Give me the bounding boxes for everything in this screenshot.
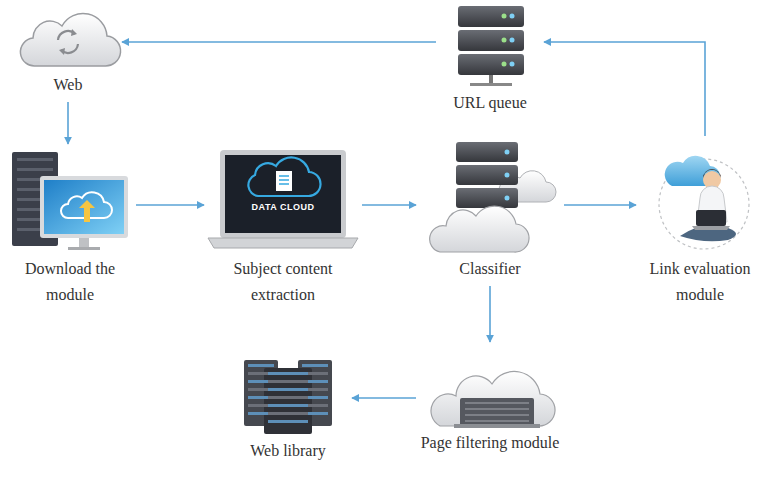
node-label: Download the module <box>8 256 132 308</box>
page-filter-cloud-icon <box>431 371 555 428</box>
rack-slot <box>268 420 308 423</box>
flow-arrow <box>564 204 636 206</box>
content-extraction-node: Subject content extraction <box>208 148 358 308</box>
icon-space <box>420 140 560 256</box>
node-label: Web library <box>228 438 348 464</box>
icon-space <box>420 346 560 430</box>
server-slot <box>465 420 529 422</box>
server-slot <box>465 402 529 404</box>
link-evaluation-node: Link evaluation module <box>640 140 760 308</box>
flow-arrow <box>136 204 204 206</box>
flow-arrow <box>362 204 416 206</box>
node-label: Link evaluation module <box>640 256 760 308</box>
download-module-node: Download the module <box>8 148 132 308</box>
rack-slot <box>268 404 308 407</box>
rack-slot <box>268 372 308 375</box>
web-cloud-icon <box>20 14 120 67</box>
flow-arrow <box>352 397 416 399</box>
icon-space <box>228 356 348 438</box>
node-label: Subject content extraction <box>208 256 358 308</box>
icon-space <box>18 10 118 72</box>
node-label: Classifier <box>420 256 560 282</box>
rack-slot <box>268 380 308 383</box>
download-computer-icon <box>12 152 128 250</box>
rack-slot <box>248 364 274 367</box>
server-slot <box>465 414 529 416</box>
node-label: Page filtering module <box>420 430 560 456</box>
flow-arrow <box>544 42 705 136</box>
icon-space <box>440 2 540 90</box>
tower-slot <box>17 158 53 161</box>
tower-slot <box>17 168 53 171</box>
flow-arrow <box>67 102 69 144</box>
classifier-node: Classifier <box>420 140 560 282</box>
node-label: Web <box>18 72 118 98</box>
url-queue-node: URL queue <box>440 2 540 116</box>
url-queue-server-icon <box>458 6 524 86</box>
rack-slot <box>302 364 328 367</box>
icon-space <box>8 148 132 256</box>
laptop-icon <box>208 150 358 248</box>
node-label: URL queue <box>440 90 540 116</box>
server-slot <box>465 408 529 410</box>
flow-arrow <box>122 41 436 43</box>
web-library-servers-icon <box>244 360 332 434</box>
flow-arrow <box>489 286 491 342</box>
person-with-laptop-icon <box>659 156 749 249</box>
web-library-node: Web library <box>228 356 348 464</box>
page-filtering-node: Page filtering module <box>420 346 560 456</box>
rack-slot <box>268 388 308 391</box>
icon-space <box>640 140 760 256</box>
web-node: Web <box>18 10 118 98</box>
classifier-server-cloud-icon <box>430 142 556 252</box>
rack-slot <box>268 396 308 399</box>
rack-slot <box>268 412 308 415</box>
screen-label: DATA CLOUD <box>252 202 315 212</box>
